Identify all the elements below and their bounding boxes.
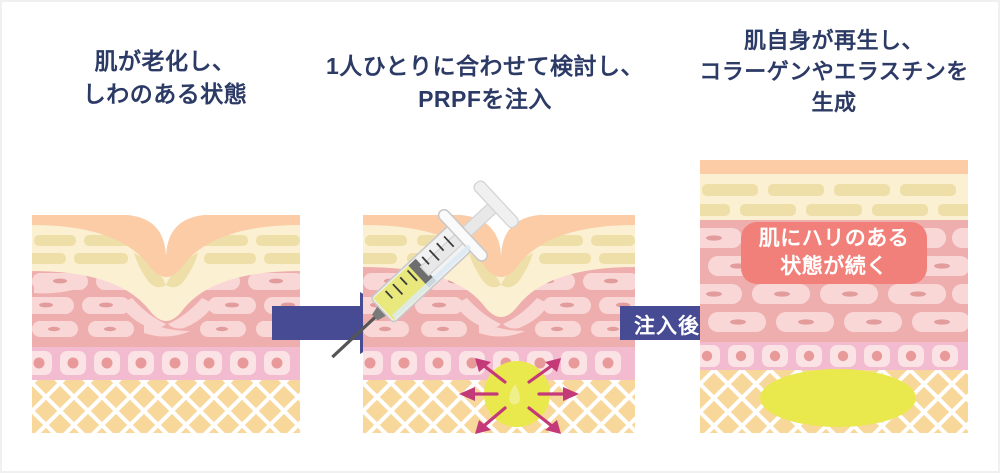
skin-cross-section-before bbox=[32, 215, 300, 433]
panel-injection-heading: 1人ひとりに合わせて検討し、 PRPFを注入 bbox=[325, 53, 645, 112]
result-callout: 肌にハリのある 状態が続く bbox=[741, 222, 927, 284]
prpf-syringe bbox=[290, 155, 540, 405]
frame-border-bottom bbox=[0, 471, 1000, 473]
skin-cross-section-after bbox=[700, 160, 968, 433]
frame-border-top bbox=[0, 0, 1000, 2]
arrow-after-injection-label: 注入後 bbox=[634, 315, 700, 338]
panel-before-heading: 肌が老化し、 しわのある状態 bbox=[82, 48, 248, 107]
panel-injection: 1人ひとりに合わせて検討し、 PRPFを注入 bbox=[326, 0, 644, 473]
frame-border-right bbox=[998, 0, 1000, 473]
injection-site bbox=[445, 340, 635, 450]
frame-border-left bbox=[0, 0, 2, 473]
panel-after-heading: 肌自身が再生し、 コラーゲンやエラスチンを 生成 bbox=[699, 28, 969, 116]
panel-after: 肌自身が再生し、 コラーゲンやエラスチンを 生成 bbox=[668, 0, 1000, 473]
panel-before: 肌が老化し、 しわのある状態 bbox=[0, 0, 330, 473]
